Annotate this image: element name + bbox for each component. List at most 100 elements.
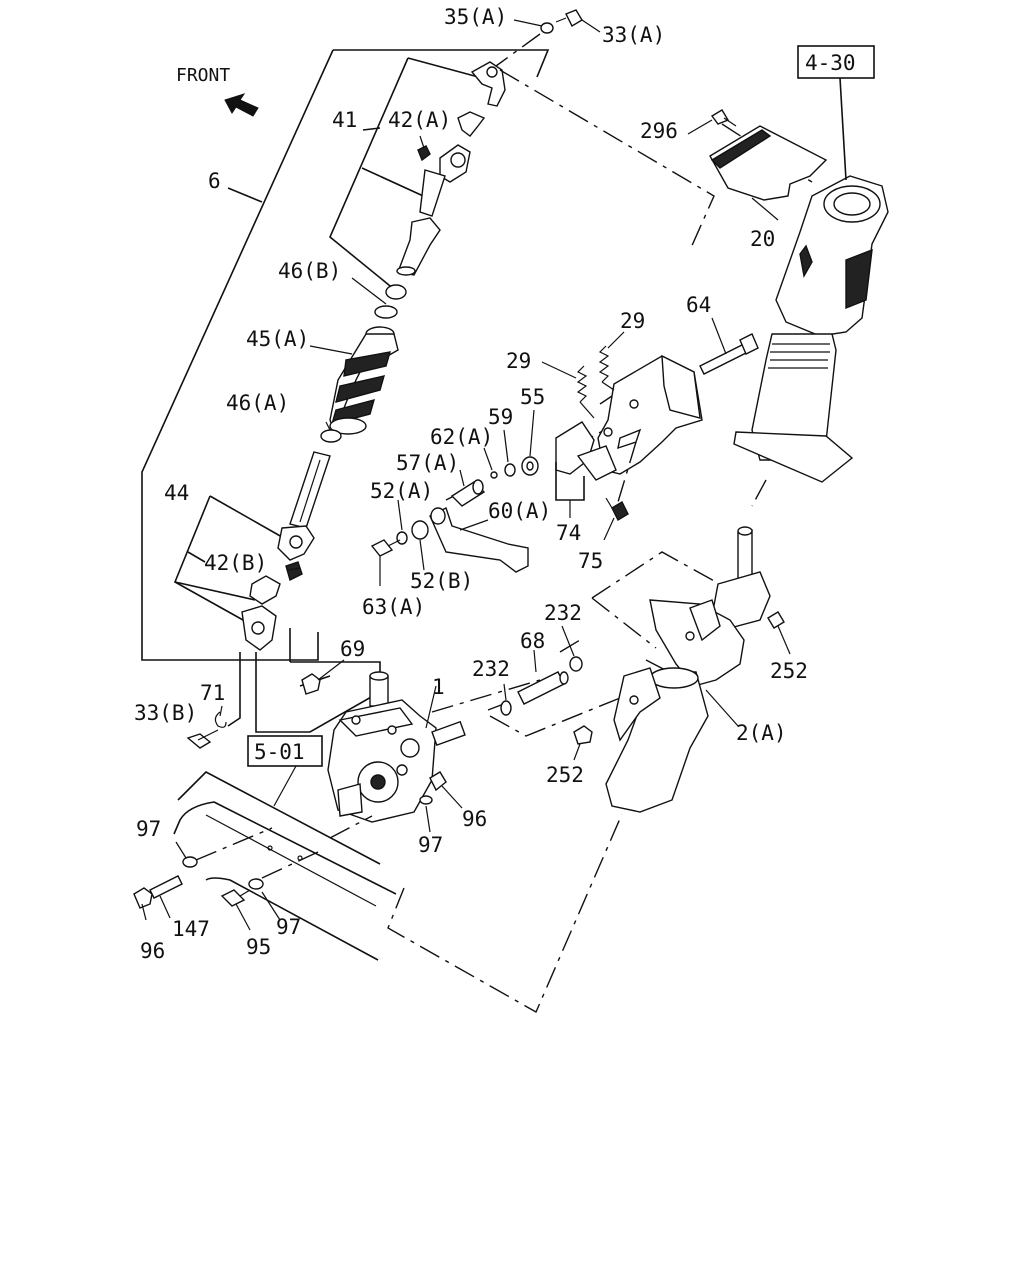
callout-42b: 42(B)	[204, 551, 267, 575]
ring-232-right	[569, 656, 583, 672]
callout-57a: 57(A)	[396, 451, 459, 475]
rod-68	[517, 671, 565, 705]
washer-97-left	[182, 856, 198, 868]
callout-44: 44	[164, 481, 189, 505]
clip-62a	[490, 471, 498, 479]
callout-29-right: 29	[620, 309, 645, 333]
shaft-parts	[241, 9, 583, 651]
callout-232-top: 232	[544, 601, 582, 625]
nut-69	[301, 673, 321, 695]
front-label: FRONT	[176, 65, 230, 86]
callout-1: 1	[432, 675, 445, 699]
ring-46b	[374, 305, 398, 319]
washer-252-right	[767, 611, 785, 629]
washer-97	[419, 795, 433, 805]
callout-35a: 35(A)	[444, 5, 507, 29]
callout-252-bottom: 252	[546, 763, 584, 787]
seal-46a	[320, 429, 342, 443]
boot-flange	[733, 431, 854, 483]
callout-45a: 45(A)	[246, 327, 309, 351]
stud-147	[149, 875, 183, 899]
lever-parts	[370, 441, 637, 573]
bolt-33a	[565, 9, 583, 27]
callout-29-left: 29	[506, 349, 531, 373]
callout-252-right: 252	[770, 659, 808, 683]
lower-linkage-lines	[186, 628, 381, 749]
spring-29a	[576, 365, 588, 403]
callout-96-gear: 96	[462, 807, 487, 831]
screw-296	[710, 109, 730, 125]
leader-lines	[141, 19, 791, 931]
bolt-75	[611, 501, 629, 521]
callout-69: 69	[340, 637, 365, 661]
callout-64: 64	[686, 293, 711, 317]
seal-46b	[385, 284, 407, 300]
sliding-shaft	[397, 217, 441, 276]
callout-96-left: 96	[140, 939, 165, 963]
callout-46b: 46(B)	[278, 259, 341, 283]
ring-232-left	[500, 700, 512, 716]
column-jacket	[605, 671, 709, 813]
washer-52a	[396, 531, 408, 545]
ref-box-5-01: 5-01	[247, 735, 323, 807]
callout-33a: 33(A)	[602, 23, 665, 47]
frame-hardware	[133, 856, 264, 909]
callout-97-bottom: 97	[276, 915, 301, 939]
callout-42a: 42(A)	[388, 108, 451, 132]
group-6-outline	[141, 49, 550, 661]
callout-labels: 35(A) 33(A) 41 42(A) 6 46(B) 45(A) 46(A)…	[134, 5, 808, 963]
bolt-42b	[285, 561, 303, 582]
callout-20: 20	[750, 227, 775, 251]
callout-6: 6	[208, 169, 221, 193]
spring-29b	[598, 345, 610, 383]
ref-5-01-label: 5-01	[254, 740, 305, 764]
callout-59: 59	[488, 405, 513, 429]
spider-b	[249, 575, 281, 605]
column-cover	[709, 77, 889, 483]
steering-gear-box	[327, 671, 466, 823]
callout-95: 95	[246, 935, 271, 959]
dashed-linkage-lines	[387, 69, 813, 1013]
ref-4-30-label: 4-30	[805, 51, 856, 75]
frame-rail	[173, 771, 397, 961]
front-arrow-icon	[224, 93, 259, 117]
callout-97-gear: 97	[418, 833, 443, 857]
callout-71: 71	[200, 681, 225, 705]
upper-shaft-tube	[419, 169, 446, 217]
bolt-42a	[417, 145, 431, 162]
nut-96-left	[133, 887, 153, 909]
bolt-95	[220, 889, 246, 907]
callout-63a: 63(A)	[362, 595, 425, 619]
nut-252-left	[573, 725, 593, 745]
callout-62a: 62(A)	[430, 425, 493, 449]
pin-71	[214, 711, 227, 728]
callout-55: 55	[520, 385, 545, 409]
callout-296: 296	[640, 119, 678, 143]
callout-232-left: 232	[472, 657, 510, 681]
callout-60a: 60(A)	[488, 499, 551, 523]
callout-75: 75	[578, 549, 603, 573]
spider-a	[457, 111, 486, 137]
bolt-64	[699, 333, 759, 375]
ref-box-4-30: 4-30	[797, 45, 875, 79]
callout-74: 74	[556, 521, 581, 545]
callout-97-left: 97	[136, 817, 161, 841]
boot-45a	[329, 326, 399, 435]
bolt-33b	[186, 733, 212, 749]
washer-97-right	[248, 878, 264, 890]
callout-52a: 52(A)	[370, 479, 433, 503]
bracket-74	[555, 345, 703, 481]
callout-46a: 46(A)	[226, 391, 289, 415]
callout-41: 41	[332, 108, 357, 132]
lever-60a	[429, 507, 529, 573]
nut-96	[429, 771, 447, 792]
callout-2a: 2(A)	[736, 721, 787, 745]
callout-68: 68	[520, 629, 545, 653]
steering-column	[500, 526, 785, 813]
front-indicator: FRONT	[176, 65, 259, 117]
washer-52b	[411, 520, 429, 540]
washer-59	[504, 463, 516, 477]
callout-33b: 33(B)	[134, 701, 197, 725]
callout-52b: 52(B)	[410, 569, 473, 593]
